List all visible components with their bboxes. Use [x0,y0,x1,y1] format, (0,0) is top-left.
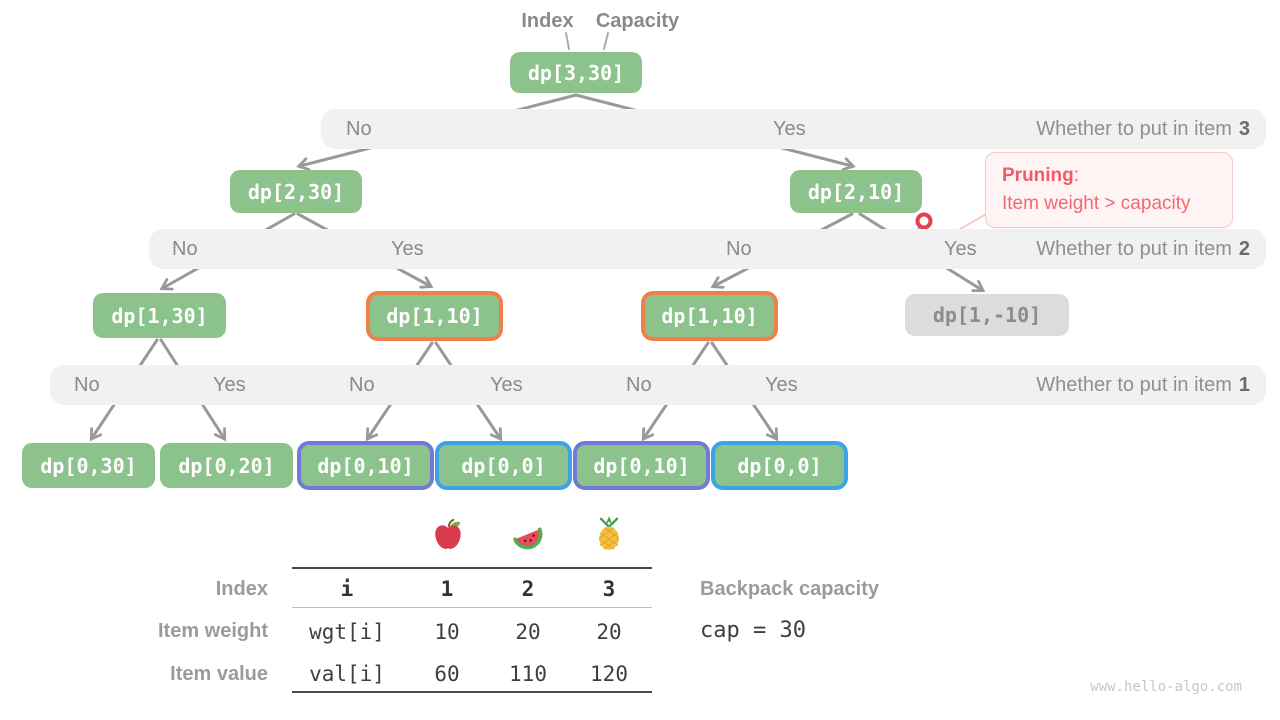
band1-no-label-1: No [74,374,100,396]
watermark: www.hello-algo.com [1090,679,1242,695]
pruning-title: Pruning [1002,165,1074,186]
node-dp-0-10-right: dp[0,10] [573,441,710,490]
node-dp-1-neg10-pruned: dp[1,-10] [905,294,1069,336]
cell-wgt-1: 10 [434,620,460,644]
cell-wgt-2: 20 [515,620,541,644]
capacity-legend-label: Capacity [595,10,680,32]
row-label-item-value: Item value [170,663,268,685]
band1-yes-label-3: Yes [765,374,798,396]
table-bottom-rule [292,691,652,693]
node-dp-0-0-right: dp[0,0] [711,441,848,490]
band3-no-label: No [346,118,372,140]
band2-question: Whether to put in item 2 [900,229,1250,269]
pruning-note: Pruning: Item weight > capacity [985,152,1233,228]
index-legend-label: Index [521,10,574,32]
pineapple-icon [598,516,620,550]
node-dp-0-10-left: dp[0,10] [297,441,434,490]
band3-yes-label: Yes [773,118,806,140]
table-header-2: 2 [521,577,535,601]
watermelon-icon [513,527,543,550]
band1-yes-label-1: Yes [213,374,246,396]
node-dp-2-10: dp[2,10] [790,170,922,213]
band3-item-number: 3 [1238,118,1250,140]
band1-no-label-3: No [626,374,652,396]
band3-question-text: Whether to put in item [1036,118,1232,140]
band2-question-text: Whether to put in item [1036,238,1232,260]
table-header-1: 1 [440,577,454,601]
node-dp-0-20: dp[0,20] [160,443,293,488]
node-dp-2-30: dp[2,30] [230,170,362,213]
table-header-i: i [340,577,354,601]
table-top-rule [292,567,652,569]
band2-no-label-2: No [726,238,752,260]
decision-band-item-1 [50,365,1266,405]
band3-question: Whether to put in item 3 [900,109,1250,149]
cell-val-2: 110 [509,662,547,686]
cell-wgt-i: wgt[i] [309,620,385,644]
decision-band-item-3 [321,109,1266,149]
band1-question-text: Whether to put in item [1036,374,1232,396]
table-header-rule [292,607,652,608]
band1-item-number: 1 [1238,374,1250,396]
cell-wgt-3: 20 [596,620,622,644]
band2-no-label-1: No [172,238,198,260]
row-label-item-weight: Item weight [157,620,268,642]
cell-val-3: 120 [590,662,628,686]
pruning-reason: Item weight > capacity [1002,193,1191,214]
backpack-capacity-label: Backpack capacity [700,578,880,600]
cell-val-1: 60 [434,662,460,686]
node-dp-0-0-left: dp[0,0] [435,441,572,490]
node-dp-1-10-left: dp[1,10] [366,291,503,341]
band2-item-number: 2 [1238,238,1250,260]
cell-val-i: val[i] [309,662,385,686]
band1-question: Whether to put in item 1 [900,365,1250,405]
node-dp-1-10-right: dp[1,10] [641,291,778,341]
node-dp-1-30: dp[1,30] [93,293,226,338]
band2-yes-label-1: Yes [391,238,424,260]
band2-yes-label-2: Yes [944,238,977,260]
apple-icon [435,518,461,549]
band1-no-label-2: No [349,374,375,396]
pruning-colon: : [1073,165,1080,186]
node-dp-0-30: dp[0,30] [22,443,155,488]
backpack-capacity-code: cap = 30 [700,618,806,643]
legend-pointer-ticks [565,32,609,50]
row-label-index: Index [215,578,268,600]
node-dp-3-30: dp[3,30] [510,52,642,93]
band1-yes-label-2: Yes [490,374,523,396]
decision-band-item-2 [149,229,1266,269]
table-header-3: 3 [602,577,616,601]
